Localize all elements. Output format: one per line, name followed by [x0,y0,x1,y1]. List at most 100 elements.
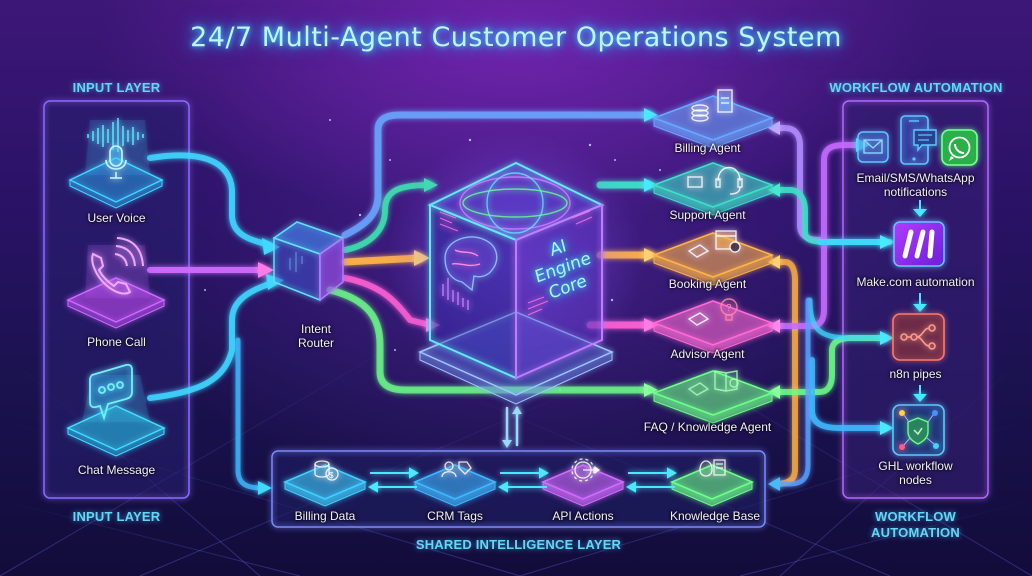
headset-chip-icon [687,166,743,195]
workflow-heading: WORKFLOW AUTOMATION [829,80,1003,95]
data-bars-icon [442,278,469,310]
agent-faq-platform[interactable] [651,370,775,424]
arrow-core-up [512,406,522,414]
workflow-ghl[interactable] [892,404,945,456]
agent-billing-platform[interactable] [651,89,775,149]
agent-advisor-platform-top [651,300,775,346]
input-layer-footer: INPUT LAYER [72,509,161,524]
input-voice[interactable] [68,118,164,209]
shield-network-icon [899,410,939,450]
lightbulb-question-icon: ? [687,298,738,326]
agent-faq-platform-top [651,370,775,416]
shared-intelligence-panel [271,450,766,528]
globe-icon [459,172,571,234]
input-phone[interactable] [66,237,166,329]
bidirectional-arrow-1 [367,467,420,493]
pipe-router-to-core-upper [342,182,433,253]
sound-wave-icon [87,118,144,152]
input-chat-label: Chat Message [77,463,156,477]
intent-router-cube[interactable] [272,221,345,302]
brain-book-icon [699,459,726,477]
workflow-make[interactable] [893,221,945,267]
workflow-automation-panel [842,100,989,499]
workflow-n8n[interactable] [892,313,945,361]
workflow-footer-line2: AUTOMATION [871,525,960,540]
input-layer-heading: INPUT LAYER [72,80,161,95]
shared-bidirectional-arrows [367,467,678,493]
shared-api-actions-platform-top [540,464,626,500]
shared-billing-data-label: Billing Data [294,509,356,523]
make-logo-icon [902,229,935,259]
shared-billing-data-platform[interactable]: $ [282,460,368,507]
shared-api-actions-platform[interactable] [540,458,626,507]
arrow-to-make [880,235,894,249]
arrow-into-router-voice [262,238,280,255]
workflow-notifications[interactable] [857,115,978,166]
microphone-icon [105,145,127,179]
workflow-n8n-label: n8n pipes [889,367,942,381]
workflow-notifications-label-line2: notifications [883,185,948,199]
arrow-to-support [644,178,658,192]
pipe-to-ghl [809,357,888,431]
pipe-voice-to-router [147,152,273,248]
agent-booking-platform-top [651,232,775,278]
book-search-icon [687,370,739,396]
router-label-line1: Intent [300,322,332,336]
agent-support-label: Support Agent [669,208,746,222]
agent-booking-platform[interactable] [651,230,775,286]
arrow-to-advisor [644,318,658,332]
shared-knowledge-base-label: Knowledge Base [669,509,761,523]
input-voice-label: User Voice [87,211,146,225]
router-right-face [319,236,344,302]
bidirectional-arrow-2 [497,467,550,493]
input-phone-label: Phone Call [87,335,146,349]
voice-platform-side [69,179,163,209]
arrow-to-ghl [880,421,894,435]
agent-advisor-platform[interactable]: ? [651,298,775,354]
agent-billing-label: Billing Agent [674,141,741,155]
bidirectional-arrow-3 [625,467,678,493]
arrow-back-booking [768,255,780,269]
shared-crm-tags-platform-top [412,464,498,500]
n8n-nodes-icon [900,324,936,350]
agent-advisor-label: Advisor Agent [670,347,745,361]
whatsapp-icon [941,129,978,166]
pipe-return-billing [772,125,825,243]
agent-booking-label: Booking Agent [668,277,747,291]
arrow-to-billing [644,108,658,122]
core-base-side [419,351,613,405]
shared-platforms: $ [282,458,755,507]
gear-arrow-icon [571,458,601,482]
pipe-router-to-billing [341,111,654,239]
core-right-face [515,203,603,380]
brain-icon [444,236,498,292]
coins-invoice-icon [691,89,733,122]
arrow-back-advisor [768,319,780,333]
agent-support-platform[interactable] [651,162,775,216]
shared-knowledge-base-platform[interactable] [669,459,755,507]
pipe-chat-to-router [147,279,278,401]
pipe-return-booking [772,259,798,487]
user-tag-icon [441,461,472,478]
arrow-make-to-n8n [913,304,927,312]
arrow-back-faq [768,385,780,399]
arrow-to-booking [644,248,658,262]
arrow-notif-to-make [913,209,927,217]
agent-billing-platform-top [651,95,775,141]
page-title: 24/7 Multi-Agent Customer Operations Sys… [190,22,842,53]
arrow-back-support [768,183,780,197]
pipe-router-to-faq [326,286,654,394]
ai-engine-core[interactable] [385,130,645,405]
shared-crm-tags-platform[interactable] [412,461,498,507]
chat-platform-side [67,427,165,457]
phone-icon [91,237,144,295]
arrow-back-shared [768,477,780,491]
shared-billing-data-platform-top [282,464,368,500]
email-icon [857,131,889,163]
workflow-make-label: Make.com automation [856,275,975,289]
arrow-to-faq [644,383,658,397]
agent-support-platform-top [651,162,775,208]
input-chat[interactable] [66,363,166,457]
